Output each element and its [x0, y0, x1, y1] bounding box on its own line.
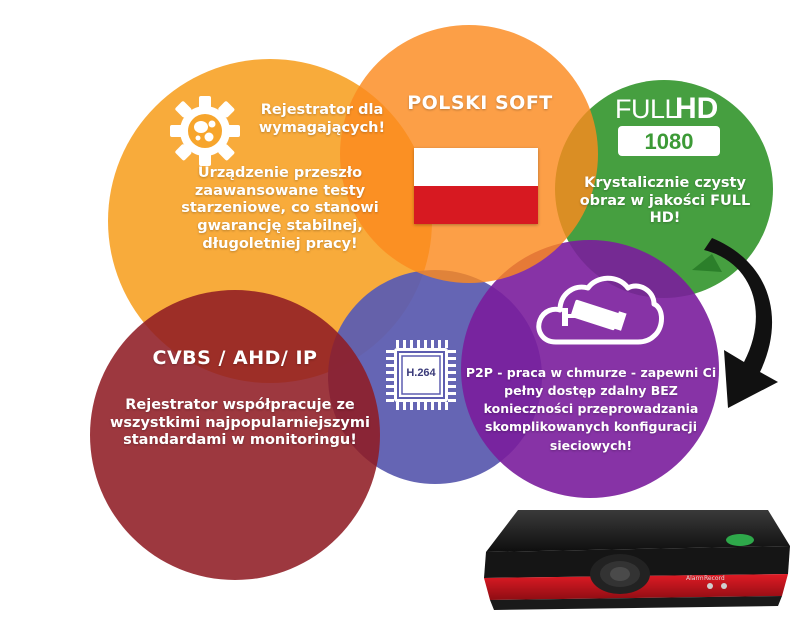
cvbs-ahd-ip-title: CVBS / AHD/ IP	[152, 347, 318, 369]
purple-description: P2P - praca w chmurze - zapewni Ci pełny…	[465, 365, 717, 453]
hd-label: HD	[675, 92, 719, 125]
full-label: FULL	[615, 94, 680, 124]
green-description: Krystalicznie czysty obraz w jakości FUL…	[579, 175, 751, 227]
polish-flag-icon	[414, 148, 538, 224]
full-hd-badge: FULL HD 1080	[612, 92, 720, 158]
record-label: Record	[704, 575, 725, 582]
cpu-chip-icon	[386, 340, 456, 410]
red-feature-circle	[90, 290, 380, 580]
red-description: Rejestrator współpracuje ze wszystkimi n…	[110, 397, 370, 449]
dvr-recorder-icon: Alarm Record	[478, 506, 794, 614]
resolution-label: 1080	[644, 129, 694, 154]
polski-soft-title: POLSKI SOFT	[407, 92, 553, 114]
yellow-heading: Rejestrator dla wymagających!	[258, 102, 386, 136]
h264-label: H.264	[406, 367, 436, 379]
curved-arrow-icon	[692, 238, 778, 408]
cloud-camera-icon	[536, 275, 664, 345]
gear-icon	[170, 96, 240, 166]
alarm-label: Alarm	[686, 575, 704, 582]
yellow-description: Urządzenie przeszło zaawansowane testy s…	[181, 165, 379, 252]
